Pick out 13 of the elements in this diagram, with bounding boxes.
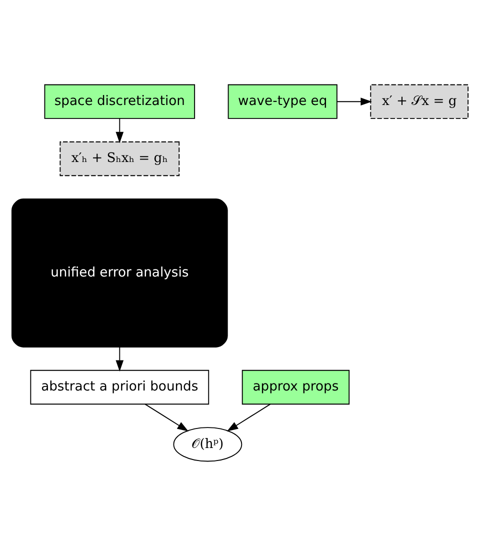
node-box: space discretization — [44, 84, 196, 118]
node-box: x′ + 𝒮x = g — [370, 84, 469, 118]
arrow — [116, 346, 124, 371]
node-box: wave-type eq — [228, 84, 338, 118]
node-box: x′ₕ + Sₕxₕ = gₕ — [60, 140, 180, 176]
node-ellipse: 𝒪(hᵖ) — [173, 426, 242, 462]
arrow — [116, 118, 124, 143]
node-box: unified error analysis — [11, 198, 228, 347]
node-box: approx props — [242, 369, 350, 404]
arrow — [336, 97, 372, 106]
arrow — [144, 403, 188, 431]
node-box: abstract a priori bounds — [30, 369, 210, 404]
arrow — [226, 403, 271, 431]
